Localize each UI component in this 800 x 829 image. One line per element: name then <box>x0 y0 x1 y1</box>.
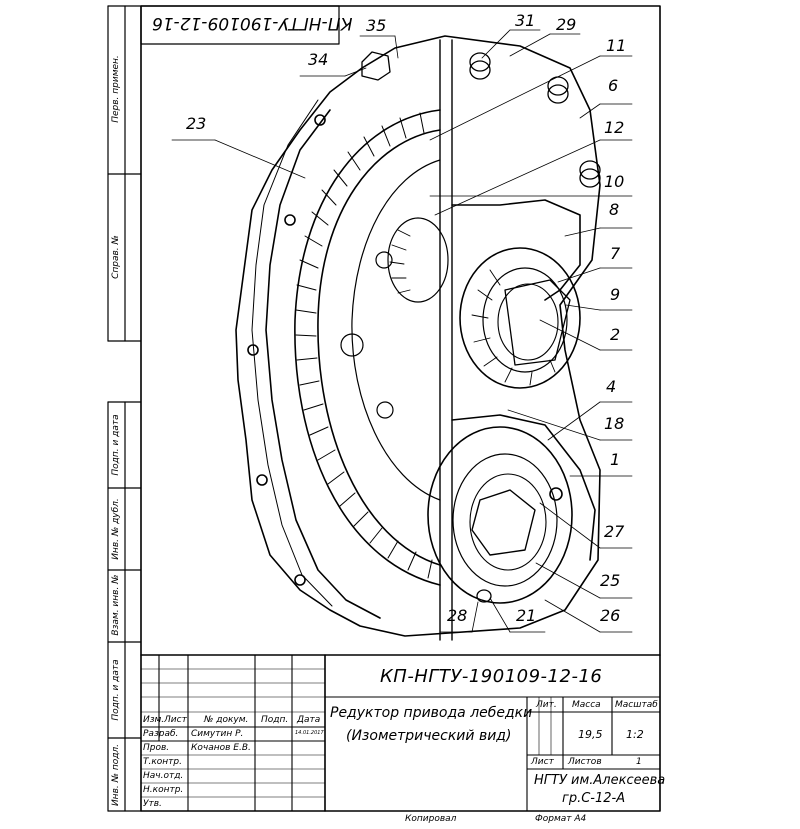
callout-26: 26 <box>600 606 621 625</box>
hdr-date: Дата <box>297 715 321 725</box>
name-razrab: Симутин Р. <box>191 729 244 739</box>
scale-value: 1:2 <box>626 728 644 741</box>
top-mirrored-code: КП-НГТУ-190109-12-16 <box>152 13 353 33</box>
callout-6: 6 <box>608 76 619 95</box>
callout-34: 34 <box>308 50 329 69</box>
hdr-list: Лист <box>164 715 187 725</box>
large-gear-hub <box>351 159 441 501</box>
col-mass: Масса <box>572 700 601 710</box>
upper-seal <box>497 283 559 361</box>
callout-35: 35 <box>366 16 387 35</box>
lower-housing-section <box>451 414 596 561</box>
callout-25: 25 <box>600 571 621 590</box>
partition-wall <box>439 39 453 641</box>
side-label-inv-podl: Инв. № подл. <box>111 743 121 807</box>
gear-teeth <box>295 112 433 579</box>
upper-shaft-pinion <box>387 217 449 303</box>
hdr-doc: № докум. <box>204 715 249 725</box>
flange-inner <box>265 109 381 619</box>
upper-bearing-inner <box>482 267 568 373</box>
role-prov: Пров. <box>143 743 170 753</box>
title-block-lines <box>140 654 661 812</box>
lower-bearing-inner <box>452 453 558 587</box>
outer-frame <box>140 5 661 812</box>
role-razrab: Разраб. <box>143 729 179 739</box>
flange-hole <box>247 344 259 356</box>
top-code-box <box>140 5 340 45</box>
lower-bearing-outer <box>427 426 573 604</box>
lower-shaft-slot <box>471 489 536 556</box>
flange-hole <box>256 474 268 486</box>
role-nkontr: Н.контр. <box>143 785 184 795</box>
callout-21: 21 <box>516 606 537 625</box>
callout-1: 1 <box>610 450 621 469</box>
callout-10: 10 <box>604 172 625 191</box>
housing-outline <box>235 35 601 637</box>
callout-27: 27 <box>604 522 625 541</box>
side-strip-lines <box>107 5 142 812</box>
org-line-2: гр.С-12-А <box>562 791 626 806</box>
web-hole <box>375 251 393 269</box>
col-lit: Лит. <box>536 700 557 710</box>
callout-23: 23 <box>186 114 207 133</box>
role-utv: Утв. <box>143 799 162 809</box>
callout-12: 12 <box>604 118 625 137</box>
pinion-teeth <box>389 229 411 294</box>
flange-hole <box>314 114 326 126</box>
callout-7: 7 <box>610 244 621 263</box>
large-gear-root <box>317 129 441 566</box>
role-tkontr: Т.контр. <box>143 757 183 767</box>
web-hole <box>340 333 364 357</box>
org-line-1: НГТУ им.Алексеева <box>534 773 666 788</box>
lower-seal <box>469 473 547 571</box>
callout-18: 18 <box>604 414 625 433</box>
gearbox-drawing <box>235 35 601 641</box>
breather-plug <box>361 51 391 81</box>
mass-value: 19,5 <box>578 728 603 741</box>
date-razrab: 14.01.2017 <box>295 730 324 736</box>
bolts <box>469 52 601 603</box>
role-nach: Нач.отд. <box>143 771 184 781</box>
callout-4: 4 <box>606 377 617 396</box>
callout-11: 11 <box>606 36 627 55</box>
title-line-2: (Изометрический вид) <box>346 728 512 744</box>
web-hole <box>376 401 394 419</box>
name-prov: Кочанов Е.В. <box>191 743 251 753</box>
callout-2: 2 <box>610 325 621 344</box>
footer-copied: Копировал <box>405 814 457 824</box>
callout-28: 28 <box>447 606 468 625</box>
large-gear-outer <box>294 109 441 586</box>
sheets-label: Листов <box>568 757 602 767</box>
bearing-rollers <box>471 269 556 386</box>
col-scale: Масштаб <box>615 700 658 710</box>
sheets-value: 1 <box>636 757 642 767</box>
shaft-key <box>504 279 571 366</box>
callout-29: 29 <box>556 15 577 34</box>
sheet-label: Лист <box>531 757 554 767</box>
lower-flange-hole <box>549 487 563 501</box>
leader-lines <box>171 29 633 633</box>
flange-rim <box>251 99 333 607</box>
title-line-1: Редуктор привода лебедки <box>330 705 533 721</box>
flange-hole <box>294 574 306 586</box>
hdr-izm: Изм. <box>143 715 165 725</box>
callout-9: 9 <box>610 285 621 304</box>
side-label-sprav-no: Справ. № <box>111 235 121 279</box>
callout-31: 31 <box>515 11 536 30</box>
flange-hole <box>284 214 296 226</box>
designation: КП-НГТУ-190109-12-16 <box>380 666 603 687</box>
callout-8: 8 <box>609 200 620 219</box>
side-label-perv-primen: Перв. примен. <box>111 55 121 123</box>
upper-bearing-outer <box>459 247 581 389</box>
upper-housing-section <box>451 199 581 301</box>
hdr-sign: Подп. <box>261 715 289 725</box>
footer-format: Формат А4 <box>535 814 587 824</box>
